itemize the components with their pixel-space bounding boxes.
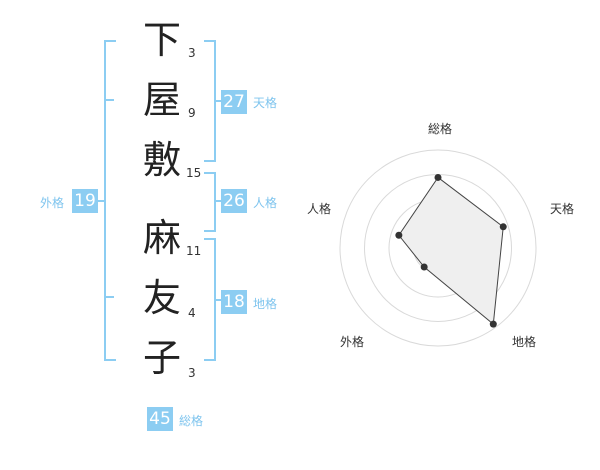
radar-point-人格 xyxy=(395,231,403,239)
chikaku-label: 地格 xyxy=(253,297,278,311)
radar-grid-ring-1 xyxy=(339,149,537,347)
radar-point-地格 xyxy=(489,320,497,328)
radar-label-gaikaku: 外格 xyxy=(340,335,365,349)
stroke-count-5: 4 xyxy=(188,306,196,320)
chikaku-connector xyxy=(214,299,222,301)
radar-label-chikaku: 地格 xyxy=(512,335,537,349)
gaikaku-bracket-mid xyxy=(104,99,114,101)
name-char-5: 友 xyxy=(142,276,181,320)
tenkaku-label: 天格 xyxy=(253,96,278,110)
name-char-1: 下 xyxy=(142,18,181,62)
name-char-6: 子 xyxy=(142,336,181,380)
chikaku-value: 18 xyxy=(221,290,247,314)
stroke-count-4: 11 xyxy=(186,244,202,258)
radar-label-jinkaku: 人格 xyxy=(307,202,332,216)
name-char-2: 屋 xyxy=(142,78,181,122)
stroke-count-2: 9 xyxy=(188,106,196,120)
radar-point-外格 xyxy=(420,263,428,271)
jinkaku-label: 人格 xyxy=(253,196,278,210)
radar-label-soukaku: 総格 xyxy=(428,122,453,136)
radar-point-総格 xyxy=(434,173,442,181)
tenkaku-connector xyxy=(214,100,222,102)
soukaku-label: 総格 xyxy=(179,414,204,428)
stroke-count-6: 3 xyxy=(188,366,196,380)
jinkaku-value: 26 xyxy=(221,189,247,213)
stroke-count-1: 3 xyxy=(188,46,196,60)
gaikaku-label: 外格 xyxy=(40,196,65,210)
radar-label-tenkaku: 天格 xyxy=(550,202,575,216)
jinkaku-bracket xyxy=(204,172,216,232)
name-char-3: 敷 xyxy=(142,138,181,182)
soukaku-value: 45 xyxy=(147,407,173,431)
gaikaku-bracket xyxy=(104,40,116,361)
tenkaku-value: 27 xyxy=(221,90,247,114)
gaikaku-bracket-mid-2 xyxy=(104,296,114,298)
radar-point-天格 xyxy=(499,223,507,231)
radar-area xyxy=(398,176,504,326)
jinkaku-connector xyxy=(214,200,222,202)
gaikaku-connector xyxy=(98,200,104,202)
gaikaku-value: 19 xyxy=(72,189,98,213)
name-char-4: 麻 xyxy=(142,216,181,260)
stroke-count-3: 15 xyxy=(186,166,202,180)
